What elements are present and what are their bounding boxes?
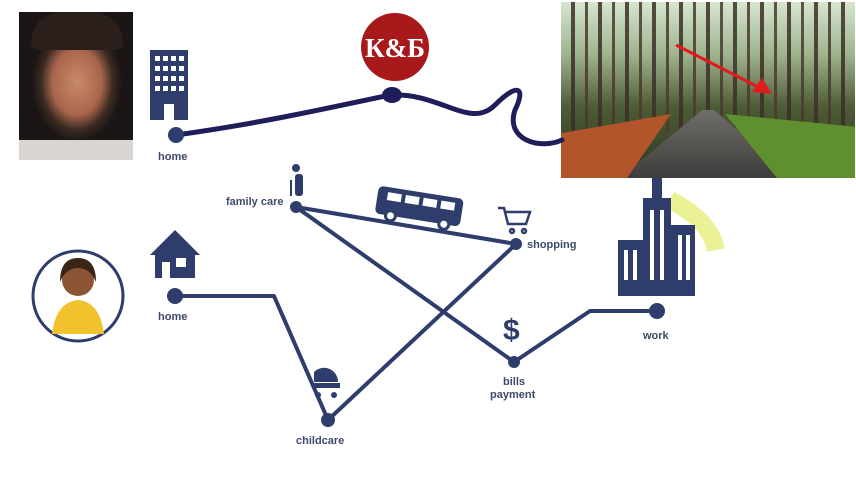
elderly-person-icon bbox=[290, 164, 303, 196]
bus-icon bbox=[375, 186, 464, 231]
label-home-bottom: home bbox=[158, 311, 187, 323]
node-childcare bbox=[321, 413, 335, 427]
red-arrow bbox=[675, 43, 772, 94]
forest-road-photo bbox=[561, 2, 855, 178]
route-family-shopping bbox=[295, 205, 517, 246]
label-payment: payment bbox=[490, 389, 536, 401]
house-icon bbox=[150, 230, 200, 278]
route-bills-work bbox=[512, 309, 657, 364]
city-skyline-icon bbox=[618, 178, 695, 296]
svg-text:К&Б: К&Б bbox=[365, 33, 425, 63]
hair bbox=[31, 12, 123, 50]
route-home-childcare bbox=[175, 242, 518, 422]
stroller-icon bbox=[312, 367, 340, 398]
node-family-care bbox=[290, 201, 302, 213]
label-bills: bills bbox=[503, 376, 525, 388]
node-home-top bbox=[168, 127, 184, 143]
route-family-bills bbox=[294, 205, 516, 364]
shopping-cart-icon bbox=[498, 206, 532, 235]
yellow-highlight bbox=[665, 191, 725, 253]
dollar-icon: $ bbox=[503, 314, 520, 347]
wavy-route-line bbox=[173, 87, 565, 147]
woman-avatar-icon bbox=[31, 249, 125, 343]
label-home-top: home bbox=[158, 151, 187, 163]
label-childcare: childcare bbox=[296, 435, 344, 447]
node-bills bbox=[508, 356, 520, 368]
node-shopping bbox=[510, 238, 522, 250]
node-work bbox=[649, 303, 665, 319]
shirt bbox=[19, 140, 133, 160]
label-family-care: family care bbox=[226, 196, 283, 208]
label-work: work bbox=[642, 330, 670, 342]
route-blob bbox=[382, 87, 402, 103]
man-portrait-photo bbox=[19, 12, 133, 160]
kb-logo: К&Б bbox=[361, 13, 429, 81]
office-building-icon bbox=[150, 50, 188, 120]
node-home-bottom bbox=[167, 288, 183, 304]
label-shopping: shopping bbox=[527, 239, 577, 251]
